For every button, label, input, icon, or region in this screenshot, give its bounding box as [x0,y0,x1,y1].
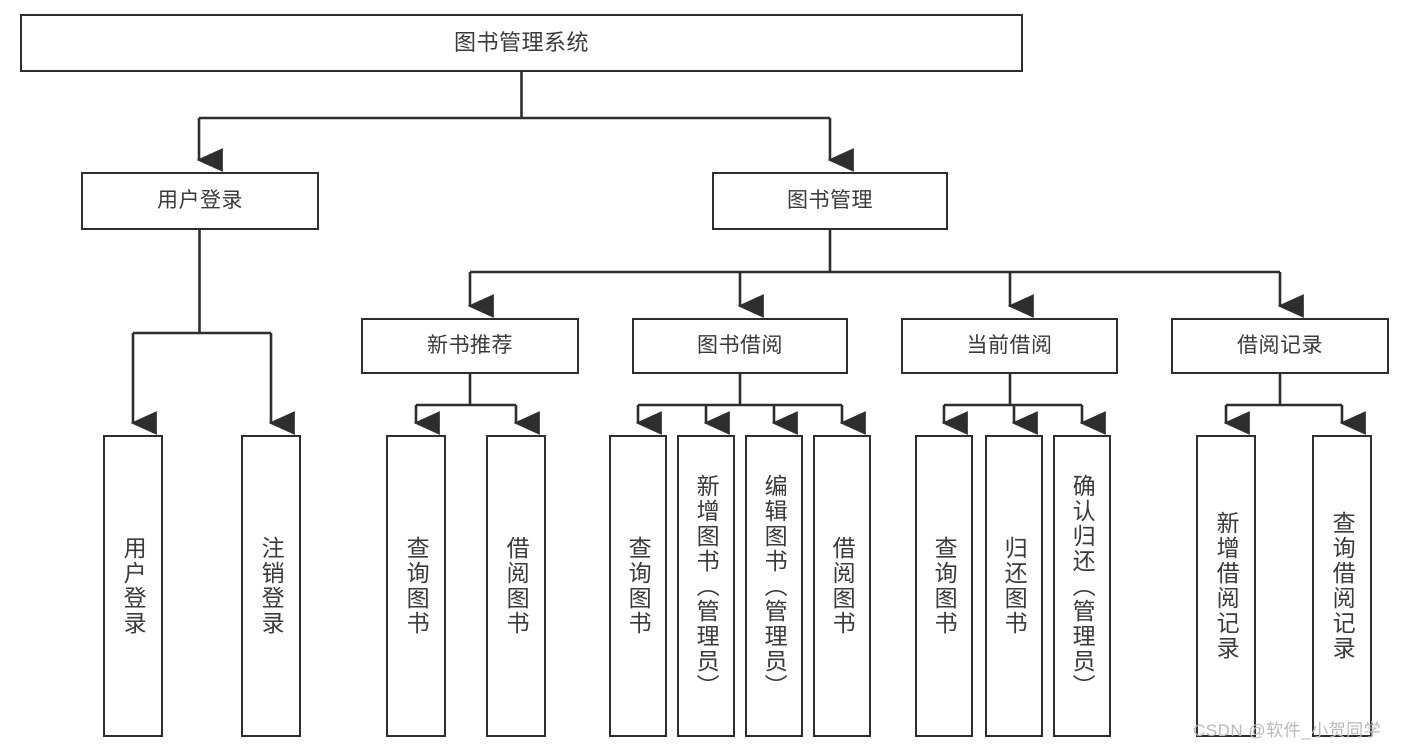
node-new-book-recommend-label: 新书推荐 [427,333,513,357]
node-leaf-cb-confirm-return-label: 确认归还（管理员） [1069,473,1096,699]
node-leaf-bb-query-book-label: 查询图书 [625,536,652,636]
node-leaf-bb-add-book[interactable]: 新增图书（管理员） [677,435,735,737]
node-leaf-user-login-label: 用户登录 [120,536,147,636]
node-leaf-bb-add-book-label: 新增图书（管理员） [693,473,720,699]
node-leaf-bb-borrow-book-label: 借阅图书 [829,536,856,636]
node-leaf-rec-query-book[interactable]: 查询图书 [386,435,446,737]
node-leaf-br-query-record[interactable]: 查询借阅记录 [1312,435,1372,737]
node-user-login[interactable]: 用户登录 [81,172,319,230]
node-leaf-cb-return-book-label: 归还图书 [1001,536,1028,636]
node-root[interactable]: 图书管理系统 [20,14,1023,72]
node-leaf-rec-query-book-label: 查询图书 [403,536,430,636]
node-borrow-record[interactable]: 借阅记录 [1171,318,1389,374]
node-new-book-recommend[interactable]: 新书推荐 [361,318,579,374]
node-leaf-rec-borrow-book-label: 借阅图书 [503,536,530,636]
node-leaf-bb-edit-book[interactable]: 编辑图书（管理员） [745,435,803,737]
node-leaf-user-login[interactable]: 用户登录 [103,435,163,737]
node-leaf-cb-query-book[interactable]: 查询图书 [915,435,973,737]
node-leaf-bb-query-book[interactable]: 查询图书 [609,435,667,737]
node-leaf-bb-edit-book-label: 编辑图书（管理员） [761,473,788,699]
node-current-borrow-label: 当前借阅 [966,333,1053,357]
node-leaf-cb-confirm-return[interactable]: 确认归还（管理员） [1053,435,1111,737]
node-leaf-user-logout-label: 注销登录 [258,536,285,636]
node-leaf-rec-borrow-book[interactable]: 借阅图书 [486,435,546,737]
node-root-label: 图书管理系统 [453,30,589,56]
node-book-manage-label: 图书管理 [787,188,873,212]
node-leaf-cb-return-book[interactable]: 归还图书 [985,435,1043,737]
node-leaf-br-query-record-label: 查询借阅记录 [1329,511,1356,661]
node-book-manage[interactable]: 图书管理 [712,172,948,230]
node-leaf-cb-query-book-label: 查询图书 [931,536,958,636]
node-book-borrow[interactable]: 图书借阅 [632,318,848,374]
node-user-login-label: 用户登录 [157,188,243,212]
node-borrow-record-label: 借阅记录 [1237,333,1323,357]
node-book-borrow-label: 图书借阅 [697,333,783,357]
csdn-watermark: CSDN @软件_小贺同学 [1193,721,1382,740]
node-current-borrow[interactable]: 当前借阅 [901,318,1118,374]
node-leaf-bb-borrow-book[interactable]: 借阅图书 [813,435,871,737]
node-leaf-br-add-record[interactable]: 新增借阅记录 [1196,435,1256,737]
node-leaf-br-add-record-label: 新增借阅记录 [1213,511,1240,661]
node-leaf-user-logout[interactable]: 注销登录 [241,435,301,737]
